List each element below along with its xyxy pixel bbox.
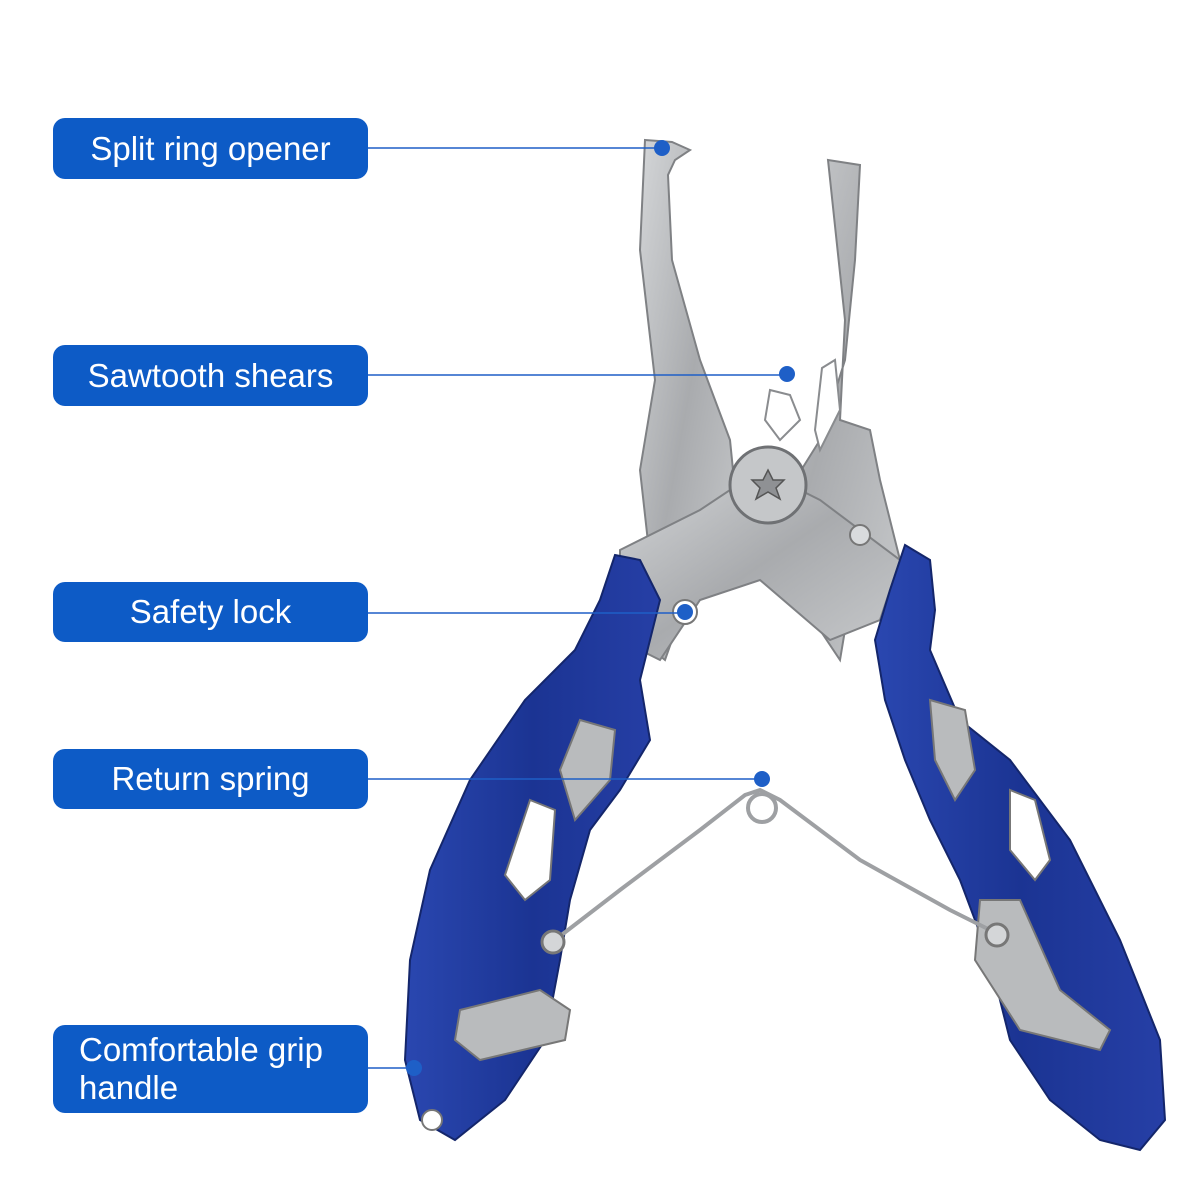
right-jaw-slot <box>813 358 842 453</box>
sawtooth-notch <box>763 388 802 442</box>
spring-anchor-right <box>984 922 1010 948</box>
split-ring-opener-text: Split ring opener <box>90 129 331 167</box>
left-handle-insert <box>558 718 617 823</box>
safety-lock-text: Safety lock <box>129 593 292 630</box>
right-handle-insert <box>928 698 977 802</box>
return-spring-label: Return spring <box>53 749 368 809</box>
return-spring <box>553 787 1001 942</box>
rivet <box>849 524 871 546</box>
safety-lock-label: Safety lock <box>53 582 368 642</box>
left-handle-hole <box>503 798 557 902</box>
sawtooth-shears-label: Sawtooth shears <box>53 345 368 406</box>
comfortable-grip-handle-line2: handle <box>79 1069 179 1106</box>
leader-dot-sawtooth <box>779 366 795 382</box>
lanyard-hole <box>421 1109 443 1131</box>
return-spring-text: Return spring <box>111 760 310 797</box>
split-ring-opener-label: Split ring opener <box>53 118 368 179</box>
leader-dot-split-ring <box>654 140 670 156</box>
spring-anchor-left <box>540 929 566 955</box>
spring-coil <box>746 792 778 824</box>
leader-dot-grip <box>406 1060 422 1076</box>
leader-dot-return-spring <box>754 771 770 787</box>
leader-dot-safety-lock <box>677 604 693 620</box>
torx-star-icon <box>750 468 786 501</box>
right-handle-hole <box>1009 788 1052 882</box>
sawtooth-shears-text: Sawtooth shears <box>87 356 334 394</box>
leader-lines <box>368 140 795 1076</box>
comfortable-grip-handle-label: Comfortable grip handle <box>53 1025 368 1113</box>
comfortable-grip-handle-text: Comfortable grip handle <box>79 1031 323 1107</box>
comfortable-grip-handle-line1: Comfortable grip <box>79 1031 323 1068</box>
left-handle-lower-insert <box>453 988 572 1062</box>
